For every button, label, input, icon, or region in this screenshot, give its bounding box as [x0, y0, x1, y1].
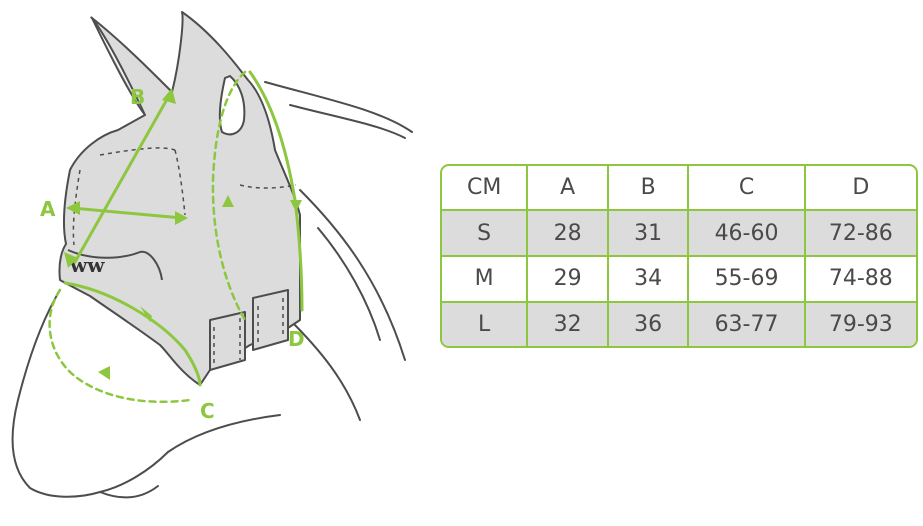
horse-head-outline	[11, 81, 413, 499]
table-cell: 63-77	[688, 301, 806, 346]
arrow-icon	[64, 252, 78, 268]
table-cell: S	[442, 210, 529, 257]
header-cell: A	[527, 166, 609, 212]
table-cell: 31	[607, 210, 690, 257]
table-cell: 55-69	[688, 255, 806, 303]
table-cell: 29	[527, 255, 609, 303]
arrow-icon	[162, 88, 176, 104]
label-b: B	[130, 85, 145, 109]
measure-d-line	[248, 70, 304, 312]
fly-mask	[58, 11, 301, 386]
table-cell: 36	[607, 301, 690, 346]
table-cell: M	[442, 255, 529, 303]
header-cell: CM	[442, 166, 529, 212]
label-c: C	[200, 399, 215, 423]
arrow-icon	[175, 211, 188, 225]
measure-c-line	[63, 281, 202, 387]
arrow-heads	[64, 88, 302, 380]
header-cell: D	[804, 166, 916, 212]
arrow-icon	[98, 366, 110, 380]
measure-b-line	[73, 92, 172, 264]
measurement-lines	[63, 70, 304, 387]
arrow-icon	[222, 195, 234, 207]
header-cell: C	[688, 166, 806, 212]
table-cell: L	[442, 301, 529, 346]
measurement-dashed-lines	[48, 70, 247, 404]
table-cell: 79-93	[804, 301, 916, 346]
table-header-row: CM A B C D	[442, 166, 916, 212]
table-row: S 28 31 46-60 72-86	[442, 210, 916, 257]
table-cell: 46-60	[688, 210, 806, 257]
label-a: A	[40, 197, 56, 221]
label-d: D	[288, 327, 305, 351]
table-row: L 32 36 63-77 79-93	[442, 301, 916, 346]
measure-a-line	[70, 206, 184, 220]
table-cell: 34	[607, 255, 690, 303]
header-cell: B	[607, 166, 690, 212]
arrow-icon	[140, 306, 152, 322]
table-cell: 32	[527, 301, 609, 346]
size-chart-table: CM A B C D S 28 31 46-60 72-86 M 29 34 5…	[440, 164, 918, 348]
table-row: M 29 34 55-69 74-88	[442, 255, 916, 303]
table-cell: 74-88	[804, 255, 916, 303]
arrow-icon	[290, 200, 302, 212]
table-cell: 72-86	[804, 210, 916, 257]
arrow-icon	[66, 201, 80, 215]
table-cell: 28	[527, 210, 609, 257]
